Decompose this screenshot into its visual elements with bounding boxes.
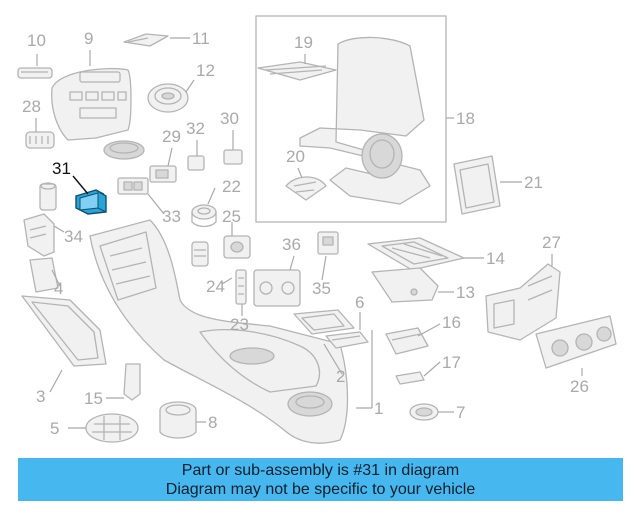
callout-29: 29: [162, 127, 181, 146]
part-3-panel: [21, 295, 107, 367]
part-12-knob: [147, 83, 189, 113]
callout-22: 22: [222, 177, 241, 196]
callout-2: 2: [336, 367, 345, 386]
callout-1: 1: [374, 399, 383, 418]
part-2-tray: [293, 309, 355, 335]
part-4-cover: [29, 257, 59, 293]
part-36-panel: [253, 269, 301, 307]
callout-34: 34: [64, 227, 83, 246]
callout-16: 16: [442, 313, 461, 332]
part-9-bezel: [51, 67, 145, 160]
part-18-armrest-box: [255, 15, 447, 223]
callout-8: 8: [208, 413, 217, 432]
part-1-console: [89, 219, 349, 444]
part-7-grille: [409, 403, 439, 421]
callout-12: 12: [196, 61, 215, 80]
part-31-bracket-highlighted: [75, 189, 107, 215]
callout-3: 3: [36, 387, 45, 406]
part-28-bar: [25, 131, 55, 149]
callout-35: 35: [312, 279, 331, 298]
callout-19: 19: [294, 33, 313, 52]
part-33-switch: [117, 177, 149, 195]
callout-36: 36: [282, 235, 301, 254]
part-25-switch: [223, 235, 251, 259]
callout-7: 7: [456, 403, 465, 422]
callout-6: 6: [355, 293, 364, 312]
part-30-clip: [223, 149, 243, 165]
part-24-plug: [191, 241, 209, 267]
part-10-clip: [17, 67, 53, 79]
callout-24: 24: [206, 277, 225, 296]
part-27-bracket: [485, 263, 561, 341]
callout-20: 20: [286, 147, 305, 166]
part-14-mat: [367, 237, 465, 271]
part-32-clip: [187, 155, 205, 171]
part-35-socket: [317, 231, 339, 255]
callout-30: 30: [220, 109, 239, 128]
info-banner: Part or sub-assembly is #31 in diagram D…: [18, 458, 623, 501]
part-5-grille: [85, 413, 139, 443]
callout-14: 14: [486, 249, 505, 268]
callout-15: 15: [84, 389, 103, 408]
part-21-lid: [453, 155, 501, 215]
callout-9: 9: [84, 29, 93, 48]
callout-18: 18: [456, 109, 475, 128]
callout-33: 33: [162, 207, 181, 226]
leader-lines: [35, 37, 583, 429]
info-banner-line-1: Part or sub-assembly is #31 in diagram: [181, 461, 460, 479]
callout-26: 26: [570, 377, 589, 396]
callout-23: 23: [230, 315, 249, 334]
part-34-socket: [23, 182, 57, 257]
part-17-clip: [395, 371, 425, 385]
callout-numbers: 10 9 11 12 28 29 32 30 31 22 33 34 25 4 …: [22, 29, 589, 438]
callout-31: 31: [52, 159, 71, 178]
callout-17: 17: [442, 353, 461, 372]
part-8-cup: [159, 401, 197, 439]
part-11-trim: [123, 33, 169, 47]
part-16-bracket: [385, 327, 429, 355]
part-15-clip: [123, 363, 141, 401]
part-22-socket: [191, 204, 217, 228]
info-banner-line-2: Diagram may not be specific to your vehi…: [165, 480, 476, 498]
callout-10: 10: [27, 31, 46, 50]
callout-25: 25: [222, 207, 241, 226]
callout-11: 11: [192, 29, 210, 48]
callout-28: 28: [22, 97, 41, 116]
part-13-mat: [371, 267, 439, 303]
part-23-connector: [235, 269, 247, 305]
callout-27: 27: [542, 233, 561, 252]
part-29-switch: [149, 165, 177, 183]
callout-21: 21: [524, 173, 543, 192]
callout-5: 5: [50, 419, 59, 438]
callout-13: 13: [456, 283, 475, 302]
callout-4: 4: [54, 279, 63, 298]
part-26-climate-control: [535, 315, 617, 369]
callout-32: 32: [186, 119, 205, 138]
part-6-mat: [325, 331, 369, 349]
